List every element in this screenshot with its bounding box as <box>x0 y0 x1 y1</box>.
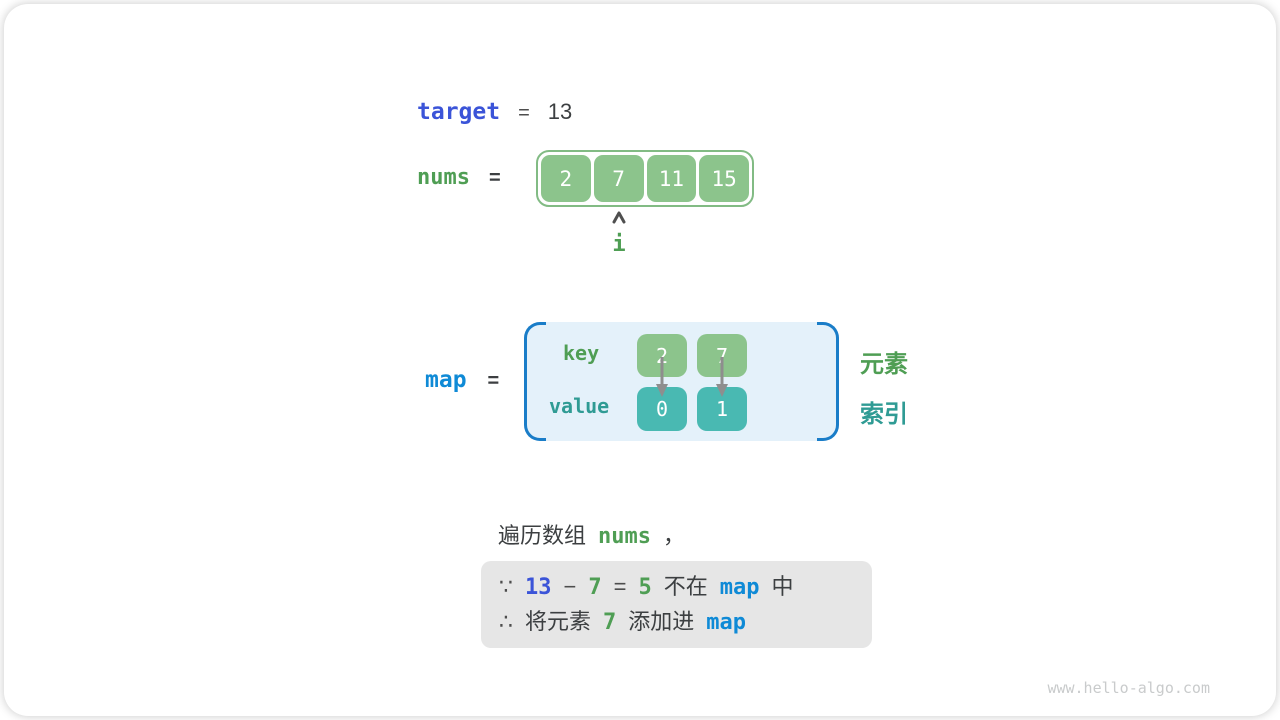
map-variable-label: map <box>425 367 467 393</box>
equals-sign: = <box>613 574 627 599</box>
right-bracket <box>817 322 839 441</box>
target-value: 13 <box>547 99 573 124</box>
array-cell: 7 <box>593 155 644 202</box>
index-pointer-label: i <box>612 232 626 257</box>
element-number-token: 7 <box>603 610 617 635</box>
caption-row: 遍历数组 nums ， <box>498 518 685 550</box>
array-cell: 2 <box>541 155 591 202</box>
add-into-text: 添加进 <box>628 609 695 634</box>
therefore-symbol: ∴ <box>499 609 513 634</box>
note-line-1: ∵ 13 − 7 = 5 不在 map 中 <box>499 569 872 604</box>
target-row: target = 13 <box>417 99 572 125</box>
arrow-down-icon <box>654 357 670 399</box>
in-suffix-text: 中 <box>771 574 794 599</box>
left-bracket <box>524 322 546 441</box>
array-cell: 15 <box>699 155 749 202</box>
target-token: 13 <box>525 575 552 600</box>
element-annotation: 元素 <box>860 351 908 378</box>
map-panel: key value 2 7 0 1 <box>524 322 839 441</box>
add-element-text: 将元素 <box>525 609 592 634</box>
pointer-up-icon <box>610 210 628 227</box>
caption-comma: ， <box>663 523 686 548</box>
array-cell: 11 <box>646 155 697 202</box>
because-symbol: ∵ <box>499 574 513 599</box>
nums-variable-label: nums <box>417 165 470 190</box>
caption-nums-token: nums <box>598 524 651 549</box>
watermark: www.hello-algo.com <box>1047 679 1210 697</box>
caption-text: 遍历数组 <box>498 523 587 548</box>
map-label-row: map = <box>425 367 499 393</box>
map-equals: = <box>487 370 500 392</box>
arrow-down-icon <box>714 357 730 399</box>
not-in-text: 不在 <box>663 574 708 599</box>
note-line-2: ∴ 将元素 7 添加进 map <box>499 604 872 639</box>
key-row-label: key <box>563 341 600 365</box>
target-equals: = <box>518 102 530 124</box>
map-token: map <box>706 610 747 635</box>
nums-array: 2 7 11 15 <box>536 150 754 207</box>
map-value-cell: 1 <box>697 387 747 431</box>
minus-sign: − <box>563 574 577 599</box>
note-box: ∵ 13 − 7 = 5 不在 map 中 ∴ 将元素 7 添加进 map <box>481 561 872 648</box>
diagram-card: target = 13 nums = 2 7 11 15 i map = key… <box>4 4 1276 716</box>
target-variable-label: target <box>417 99 501 125</box>
nums-equals: = <box>488 167 501 189</box>
nums-label-row: nums = <box>417 165 501 190</box>
current-number-token: 7 <box>588 575 602 600</box>
index-annotation: 索引 <box>860 401 908 428</box>
value-row-label: value <box>549 394 610 418</box>
map-token: map <box>719 575 760 600</box>
difference-token: 5 <box>638 575 652 600</box>
map-value-cell: 0 <box>637 387 687 431</box>
